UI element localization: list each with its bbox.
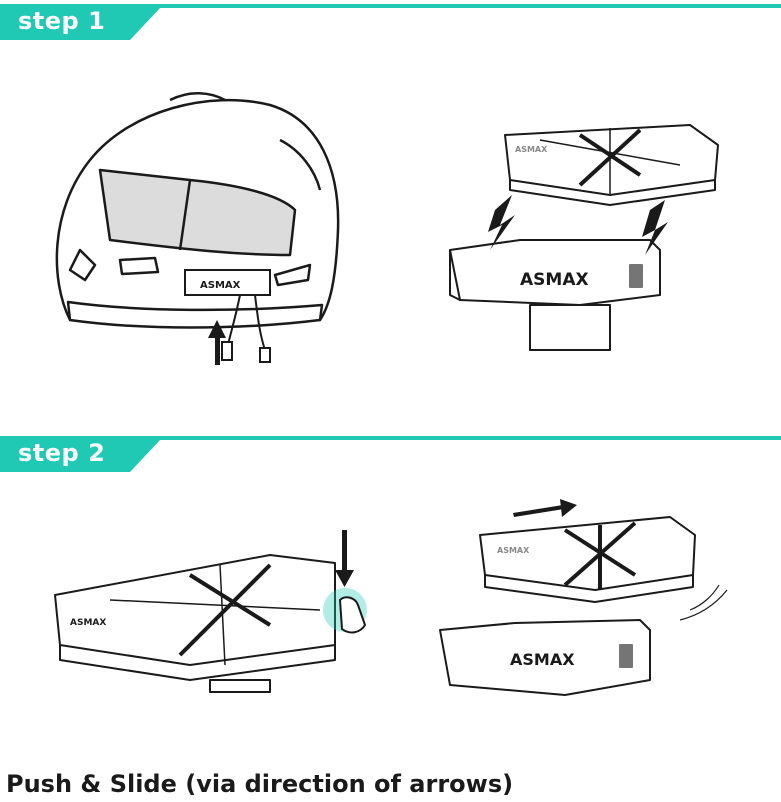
device-top-brand: ASMAX [70, 618, 106, 628]
step-2-banner [0, 436, 781, 472]
slide-base [439, 619, 651, 696]
step-1-label: step 1 [18, 7, 106, 35]
up-arrow-icon [208, 320, 226, 365]
step-1-banner [0, 4, 781, 40]
slide-device-illustration: ASMAX ASMAX [439, 499, 728, 696]
instruction-caption: Push & Slide (via direction of arrows) [6, 770, 514, 798]
slide-top-brand: ASMAX [497, 546, 530, 555]
push-device-illustration: ASMAX [54, 530, 367, 693]
device-separation-illustration: ASMAX ASMAX [449, 124, 719, 351]
top-plate-brand: ASMAX [515, 145, 548, 154]
right-arrow-icon [513, 499, 577, 517]
base-mount [449, 239, 661, 306]
slide-base-brand: ASMAX [510, 650, 575, 669]
step-2-header: step 2 [0, 436, 781, 476]
motion-lines-icon [679, 584, 728, 621]
attach-lightning-icon [642, 200, 668, 255]
base-mount-brand: ASMAX [520, 270, 589, 290]
down-arrow-icon [335, 530, 354, 587]
helmet-unit-brand: ASMAX [200, 280, 241, 291]
attach-lightning-icon [488, 195, 515, 250]
helmet-illustration: ASMAX [55, 92, 340, 365]
device-top [54, 554, 336, 666]
step-2-label: step 2 [18, 439, 106, 467]
step-1-header: step 1 [0, 4, 781, 44]
top-plate [504, 124, 719, 196]
pointing-hand-icon [338, 596, 367, 634]
